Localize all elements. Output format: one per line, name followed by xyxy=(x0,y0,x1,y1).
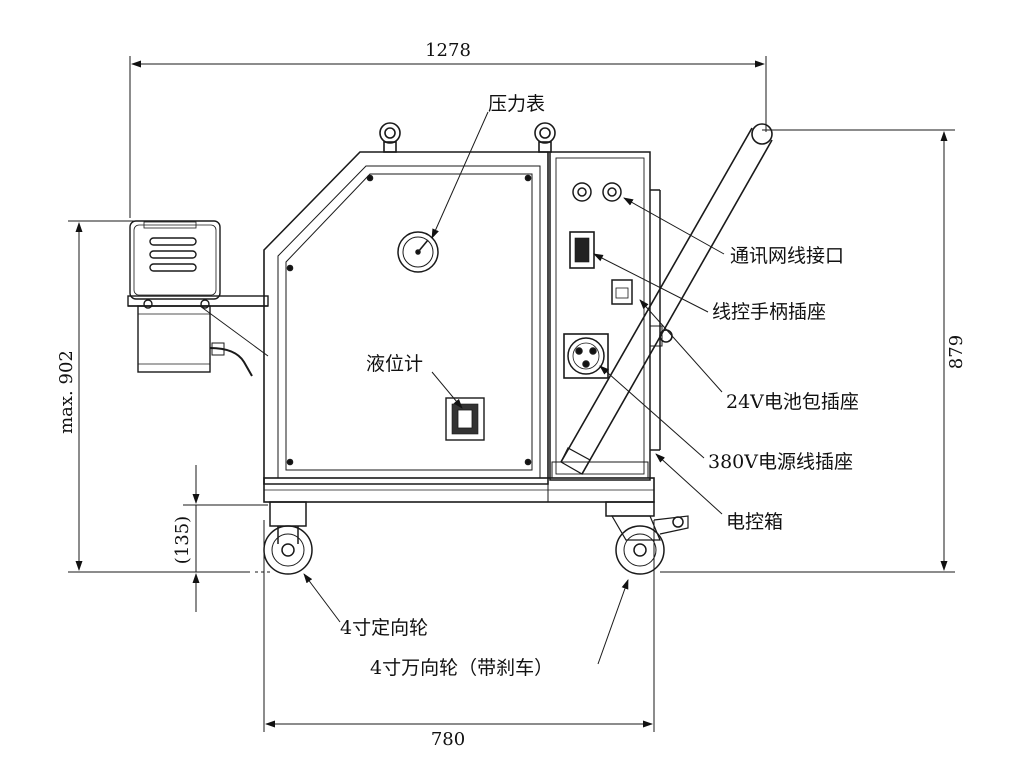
motor-unit xyxy=(127,220,269,377)
label-control-box: 电控箱 xyxy=(726,511,783,533)
push-handle xyxy=(560,123,773,475)
label-battery-socket: 24V电池包插座 xyxy=(726,391,859,413)
dim-base-width: 780 xyxy=(431,729,465,750)
label-swivel-wheel: 4寸万向轮（带刹车） xyxy=(370,657,553,679)
label-wired-handle-socket: 线控手柄插座 xyxy=(712,301,826,323)
label-level-gauge: 液位计 xyxy=(366,353,423,375)
main-frame xyxy=(263,122,655,503)
dim-wheel-height: (135) xyxy=(172,516,193,564)
dimension-lines xyxy=(68,56,955,732)
leader-lines xyxy=(303,111,725,665)
label-power-socket: 380V电源线插座 xyxy=(708,451,853,473)
swivel-wheel xyxy=(605,501,689,575)
level-gauge-drawing xyxy=(445,397,485,441)
dim-height-right: 879 xyxy=(946,335,967,369)
electric-control-box xyxy=(549,151,661,481)
label-fixed-wheel: 4寸定向轮 xyxy=(340,617,428,639)
pressure-gauge-drawing xyxy=(397,231,439,273)
fixed-wheel xyxy=(263,501,313,575)
label-comm-port: 通讯网线接口 xyxy=(730,245,844,267)
dim-overall-width: 1278 xyxy=(425,40,471,61)
dim-height-left: max. 902 xyxy=(56,350,77,434)
label-pressure-gauge: 压力表 xyxy=(488,93,545,115)
